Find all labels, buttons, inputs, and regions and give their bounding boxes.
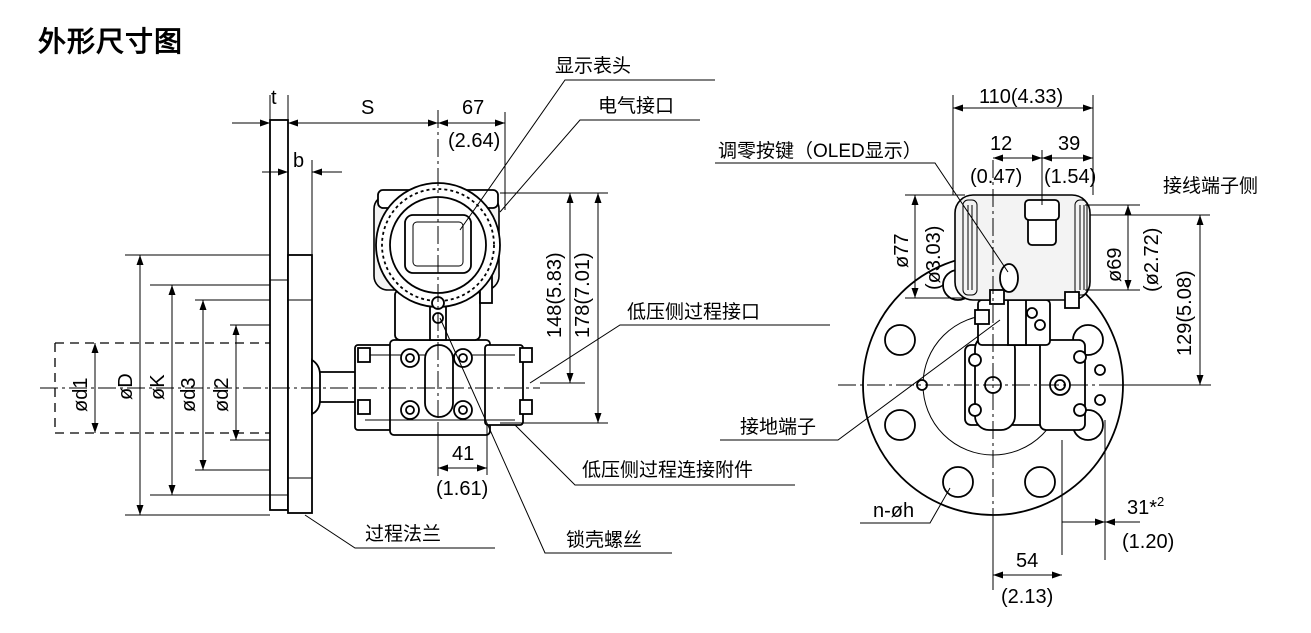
flange-raised-face [287, 254, 313, 514]
label-ground-terminal: 接地端子 [740, 416, 816, 438]
dim-oK: øK [147, 374, 169, 400]
dim-od2: ød2 [211, 378, 233, 412]
process-flange-plate [269, 119, 289, 511]
dim-54-in: (2.13) [1001, 586, 1053, 608]
label-cover-lock-screw: 锁壳螺丝 [566, 529, 642, 551]
label-process-flange: 过程法兰 [365, 523, 441, 545]
label-low-pressure-process-connection: 低压侧过程接口 [627, 301, 760, 323]
dim-od1: ød1 [70, 378, 92, 412]
dim-31-in: (1.20) [1122, 531, 1174, 553]
dim-54: 54 [1016, 550, 1038, 572]
dim-67-in: (2.64) [448, 130, 500, 152]
dim-39: 39 [1058, 133, 1080, 155]
dim-77-in: (ø3.03) [923, 226, 945, 290]
dim-110: 110(4.33) [979, 86, 1063, 108]
dim-t: t [271, 87, 277, 109]
page-title: 外形尺寸图 [38, 25, 184, 58]
electronics-housing-front [954, 194, 1091, 301]
label-display-head: 显示表头 [555, 55, 631, 77]
dim-67: 67 [462, 97, 484, 119]
label-bolt-holes: n-øh [873, 500, 914, 522]
dim-s: S [361, 97, 374, 119]
dim-129: 129(5.08) [1174, 270, 1196, 356]
label-low-pressure-process-fitting: 低压侧过程连接附件 [582, 459, 753, 481]
dim-12-in: (0.47) [970, 166, 1022, 188]
dim-31: 31*2 [1127, 494, 1164, 519]
label-electrical-connection: 电气接口 [598, 95, 674, 117]
dim-69: ø69 [1104, 248, 1126, 282]
label-terminal-side: 接线端子侧 [1163, 175, 1258, 197]
zero-button [999, 263, 1019, 293]
dim-178: 178(7.01) [572, 252, 594, 338]
dim-39-in: (1.54) [1044, 166, 1096, 188]
dim-69-in: (ø2.72) [1141, 228, 1163, 292]
dim-148: 148(5.83) [544, 252, 566, 338]
dim-41: 41 [452, 443, 474, 465]
dim-12: 12 [990, 133, 1012, 155]
label-zero-button: 调零按键（OLED显示） [718, 140, 922, 162]
dim-41-in: (1.61) [436, 478, 488, 500]
dim-od3: ød3 [178, 378, 200, 412]
dim-77: ø77 [891, 234, 913, 268]
dim-oD: øD [115, 373, 137, 400]
dim-b: b [293, 150, 304, 172]
front-view: 110(4.33) 12 (0.47) 39 (1.54) 接线端子侧 ø77 … [715, 86, 1258, 608]
side-view: t S 67 (2.64) b 148(5.83) 178(7.01) ød1 … [40, 55, 830, 554]
